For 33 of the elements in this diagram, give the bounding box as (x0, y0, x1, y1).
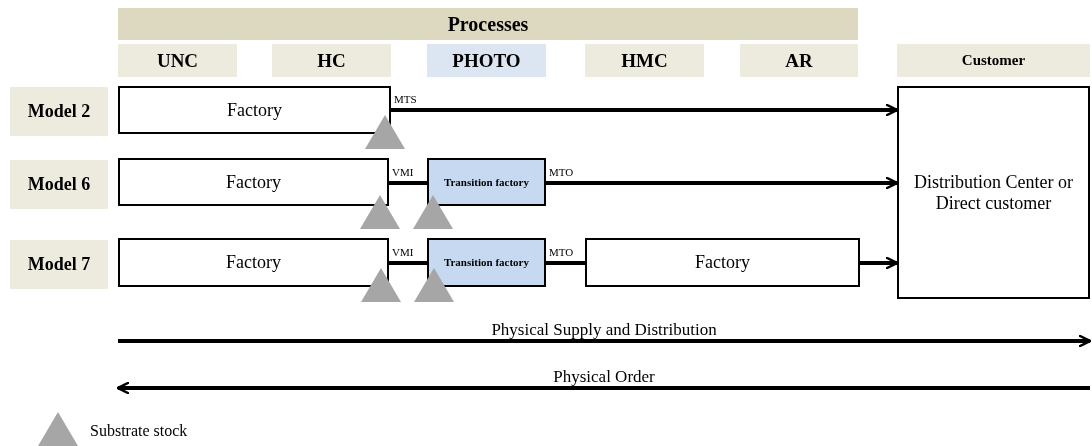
row-header: Model 7 (10, 240, 108, 289)
edge-label: MTO (548, 247, 575, 258)
column-header: HMC (585, 44, 704, 77)
flow-label: Physical Supply and Distribution (491, 321, 717, 338)
column-header: PHOTO (427, 44, 546, 77)
arrow (860, 256, 899, 270)
column-header: Customer (897, 44, 1090, 77)
edge-label: MTO (548, 167, 575, 178)
legend-text: Substrate stock (90, 422, 188, 440)
stock-triangle-icon (365, 115, 405, 149)
column-header: AR (740, 44, 858, 77)
stock-triangle-icon (413, 195, 453, 229)
row-header: Model 2 (10, 87, 108, 136)
row-header: Model 6 (10, 160, 108, 209)
edge-label: VMI (391, 247, 415, 258)
arrow (391, 103, 899, 117)
edge-label: VMI (391, 167, 415, 178)
process-box: Transition factory (427, 158, 546, 206)
flow-label: Physical Order (553, 368, 655, 385)
customer-box: Distribution Center or Direct customer (897, 86, 1090, 299)
stock-triangle-icon (361, 268, 401, 302)
process-box: Factory (118, 158, 389, 206)
edge-label: MTS (393, 94, 418, 105)
column-header: HC (272, 44, 391, 77)
process-box: Transition factory (427, 238, 546, 287)
process-box: Factory (118, 86, 391, 134)
stock-triangle-icon (360, 195, 400, 229)
process-box: Factory (118, 238, 389, 287)
stock-triangle-icon (414, 268, 454, 302)
process-box: Factory (585, 238, 860, 287)
arrow (546, 176, 899, 190)
column-header: UNC (118, 44, 237, 77)
header-band: Processes (118, 8, 858, 40)
